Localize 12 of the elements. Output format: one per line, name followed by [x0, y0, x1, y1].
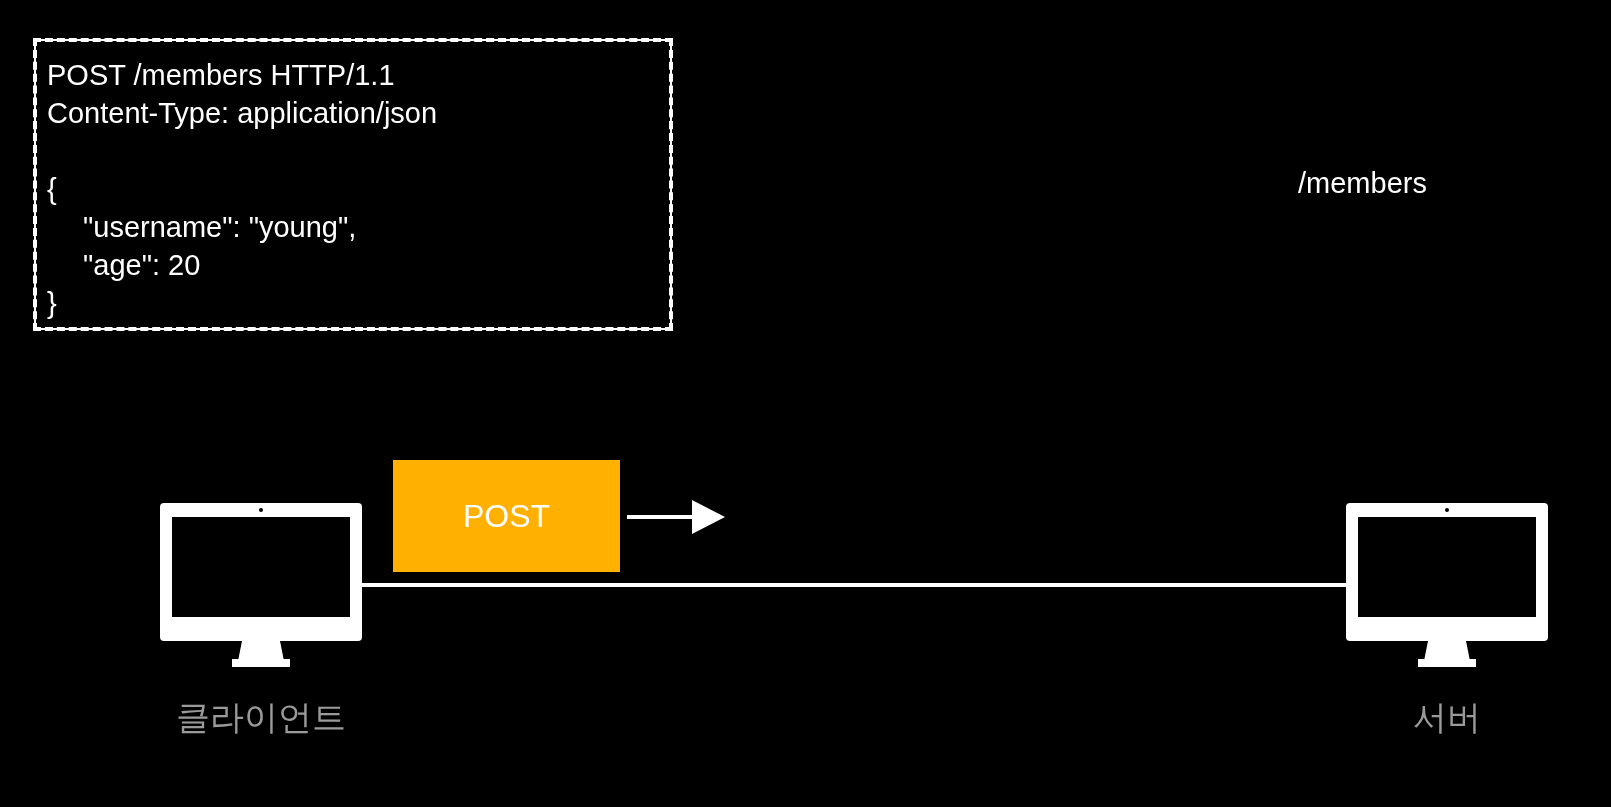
code-line: "age": 20	[82, 248, 202, 283]
code-line: }	[47, 286, 58, 321]
node-label: 서버	[1412, 697, 1482, 738]
code-line: POST /members HTTP/1.1	[47, 58, 396, 93]
message-box	[33, 38, 673, 331]
code-line: Content-Type: application/json	[47, 96, 439, 131]
path-label: /members	[1298, 167, 1427, 200]
code-line: "username": "young",	[82, 210, 358, 245]
method-box: POST	[393, 460, 620, 572]
node-label: 클라이언트	[175, 697, 347, 738]
connector-line	[362, 583, 1346, 587]
code-line: {	[47, 172, 58, 207]
